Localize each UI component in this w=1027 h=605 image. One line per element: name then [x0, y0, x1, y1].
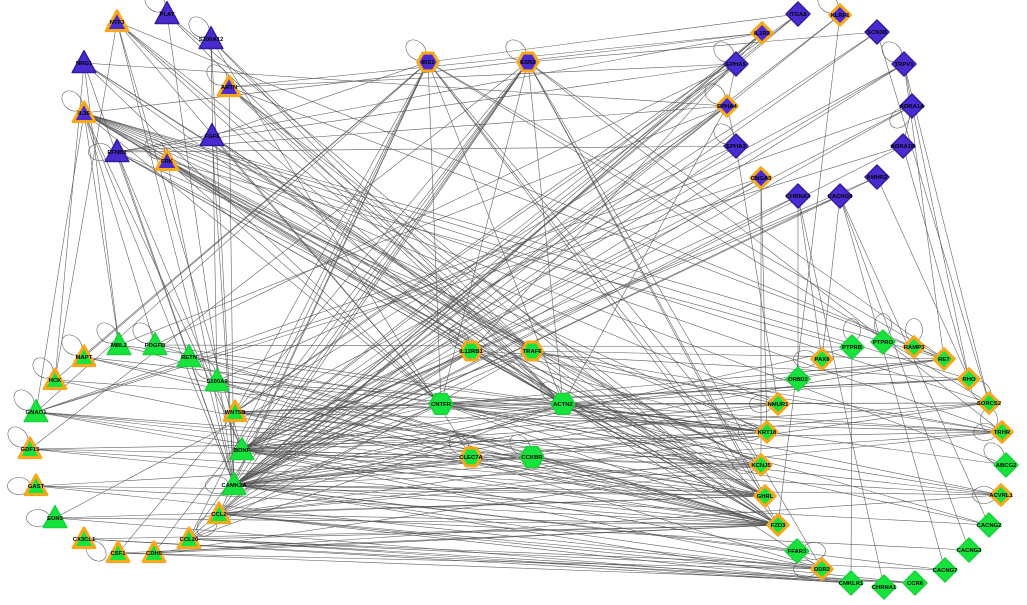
svg-text:RHO: RHO	[962, 377, 976, 383]
svg-text:FZD3: FZD3	[771, 523, 786, 529]
svg-text:DDR2: DDR2	[814, 567, 831, 573]
svg-text:ABCG2: ABCG2	[996, 463, 1017, 469]
svg-text:TRPV1: TRPV1	[895, 62, 915, 68]
svg-text:CLEC7A: CLEC7A	[459, 455, 483, 461]
svg-text:PAX8: PAX8	[815, 357, 831, 363]
svg-text:SCN3B: SCN3B	[867, 30, 887, 36]
svg-text:CACNG7: CACNG7	[933, 568, 959, 574]
svg-text:RETN: RETN	[181, 355, 197, 361]
svg-text:CAMK2A: CAMK2A	[221, 483, 247, 489]
svg-text:EPHA5: EPHA5	[726, 62, 746, 68]
svg-text:GNAO1: GNAO1	[26, 410, 48, 416]
svg-text:TRAF6: TRAF6	[523, 349, 543, 355]
svg-text:CSF1: CSF1	[110, 551, 126, 557]
svg-text:MBL2: MBL2	[111, 343, 128, 349]
svg-text:RAMP3: RAMP3	[904, 345, 925, 351]
svg-text:RET: RET	[938, 357, 950, 363]
svg-text:CHRNA1: CHRNA1	[872, 585, 897, 591]
svg-text:OR8D2: OR8D2	[788, 377, 808, 383]
svg-text:CNTFR: CNTFR	[431, 402, 452, 408]
svg-text:ESR2: ESR2	[520, 60, 536, 66]
svg-text:PLAT: PLAT	[160, 12, 175, 18]
svg-text:S100A12: S100A12	[199, 37, 224, 43]
svg-text:GAST: GAST	[28, 484, 45, 490]
svg-text:ACVRL1: ACVRL1	[989, 493, 1013, 499]
svg-text:CACNG2: CACNG2	[977, 523, 1003, 529]
svg-text:PTPRB: PTPRB	[842, 345, 862, 351]
svg-text:KLRF1: KLRF1	[831, 13, 851, 19]
svg-text:ADRA1B: ADRA1B	[891, 144, 916, 150]
svg-text:PDGFB: PDGFB	[145, 343, 166, 349]
svg-text:ITGA8: ITGA8	[789, 12, 807, 18]
svg-text:NTF3: NTF3	[110, 20, 125, 26]
svg-text:HCK: HCK	[49, 378, 63, 384]
svg-text:S100A9: S100A9	[206, 379, 228, 385]
svg-text:IL1R2: IL1R2	[754, 31, 771, 37]
svg-text:ACTN2: ACTN2	[553, 402, 573, 408]
svg-text:GHRL: GHRL	[757, 494, 774, 500]
svg-text:MAPT: MAPT	[76, 355, 93, 361]
svg-text:ARTN: ARTN	[221, 85, 237, 91]
svg-text:WNT5B: WNT5B	[225, 410, 246, 416]
svg-text:CX3CL1: CX3CL1	[73, 537, 96, 543]
svg-text:KRT18: KRT18	[758, 430, 777, 436]
svg-text:EFNB1: EFNB1	[107, 150, 127, 156]
svg-text:CNGA3: CNGA3	[751, 176, 772, 182]
svg-text:FFAR3: FFAR3	[788, 549, 807, 555]
svg-text:AMHR2: AMHR2	[867, 175, 889, 181]
svg-text:NRG1: NRG1	[76, 61, 93, 67]
svg-text:CDH5: CDH5	[146, 551, 163, 557]
svg-text:IL36: IL36	[78, 111, 91, 117]
svg-text:GDF15: GDF15	[21, 447, 41, 453]
svg-text:PTPRO: PTPRO	[873, 340, 894, 346]
svg-text:EDN3: EDN3	[47, 516, 63, 522]
svg-text:SORCS2: SORCS2	[977, 401, 1002, 407]
svg-text:NMUR1: NMUR1	[768, 402, 790, 408]
svg-text:CCL20: CCL20	[180, 537, 199, 543]
svg-text:EPHA3: EPHA3	[726, 144, 746, 150]
svg-text:KCNJ5: KCNJ5	[751, 463, 771, 469]
svg-text:CACNG3: CACNG3	[957, 548, 983, 554]
svg-text:CMKLR1: CMKLR1	[839, 581, 864, 587]
svg-text:CCR6: CCR6	[907, 581, 924, 587]
svg-text:TRHR: TRHR	[994, 430, 1011, 436]
svg-text:CCKBR: CCKBR	[521, 455, 543, 461]
svg-text:CACNG5: CACNG5	[828, 194, 854, 200]
svg-text:EPHA4: EPHA4	[717, 104, 737, 110]
svg-text:CCL2: CCL2	[211, 512, 227, 518]
svg-text:IRS1: IRS1	[421, 60, 435, 66]
svg-text:IL12RB1: IL12RB1	[459, 349, 483, 355]
svg-text:FRK: FRK	[161, 159, 174, 165]
svg-text:BDNF: BDNF	[234, 448, 251, 454]
svg-text:CHRNA3: CHRNA3	[786, 194, 811, 200]
svg-text:FGF6: FGF6	[204, 134, 220, 140]
svg-text:ADRA1A: ADRA1A	[900, 104, 925, 110]
